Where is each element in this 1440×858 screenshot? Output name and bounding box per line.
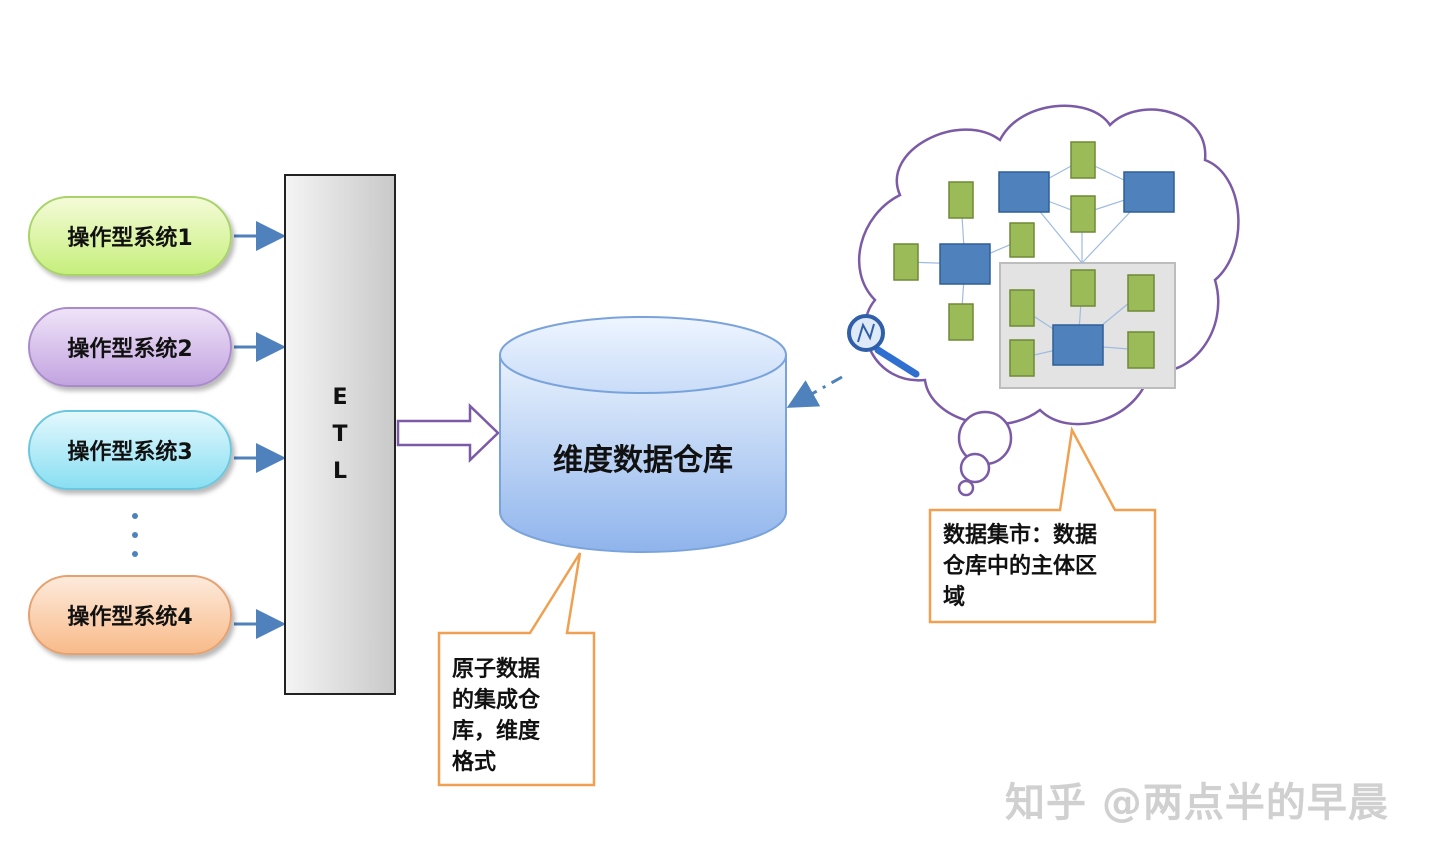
- watermark: 知乎 @两点半的早晨: [1005, 780, 1389, 826]
- attribute-node-green: [893, 243, 919, 281]
- source-system-label: 操作型系统3: [67, 440, 193, 465]
- source-arrows: [234, 221, 286, 639]
- attribute-node-green: [1070, 195, 1096, 233]
- source-system-label: 操作型系统2: [67, 337, 193, 362]
- etl-to-warehouse-arrow: [396, 403, 500, 463]
- warehouse-callout-box: [437, 552, 596, 787]
- etl-box: [284, 174, 396, 695]
- dimension-node-blue: [1123, 171, 1175, 213]
- datamart-network: [893, 141, 1176, 389]
- source-system-label: 操作型系统4: [67, 605, 193, 630]
- etl-letter-l: L: [332, 459, 348, 484]
- warehouse-cylinder: [499, 316, 787, 553]
- attribute-node-green: [1127, 331, 1155, 369]
- attribute-node-green: [1070, 269, 1096, 307]
- attribute-node-green: [1009, 289, 1035, 327]
- attribute-node-green: [948, 181, 974, 219]
- dimension-node-blue: [998, 171, 1050, 213]
- source-system-label: 操作型系统1: [67, 226, 193, 251]
- warehouse-callout-text: 原子数据 的集成仓 库，维度 格式: [452, 657, 541, 775]
- magnifier-icon: [847, 314, 920, 378]
- datamart-callout-box: [928, 426, 1157, 624]
- etl-letter-e: E: [332, 385, 348, 410]
- attribute-node-green: [1127, 274, 1155, 312]
- datamart-callout-text: 数据集市：数据 仓库中的主体区 域: [943, 523, 1098, 610]
- attribute-node-green: [1009, 339, 1035, 377]
- source-system-1: 操作型系统1: [28, 196, 232, 276]
- datamart-link-arrow: [786, 375, 843, 408]
- etl-letter-t: T: [332, 422, 348, 447]
- attribute-node-green: [1009, 222, 1035, 258]
- source-system-2: 操作型系统2: [28, 307, 232, 387]
- attribute-node-green: [1070, 141, 1096, 179]
- attribute-node-green: [948, 303, 974, 341]
- source-system-4: 操作型系统4: [28, 575, 232, 655]
- ellipsis-dots: [132, 513, 138, 557]
- dimension-node-blue: [1052, 324, 1104, 366]
- warehouse-label: 维度数据仓库: [553, 443, 733, 478]
- dimension-node-blue: [939, 243, 991, 285]
- source-system-3: 操作型系统3: [28, 410, 232, 490]
